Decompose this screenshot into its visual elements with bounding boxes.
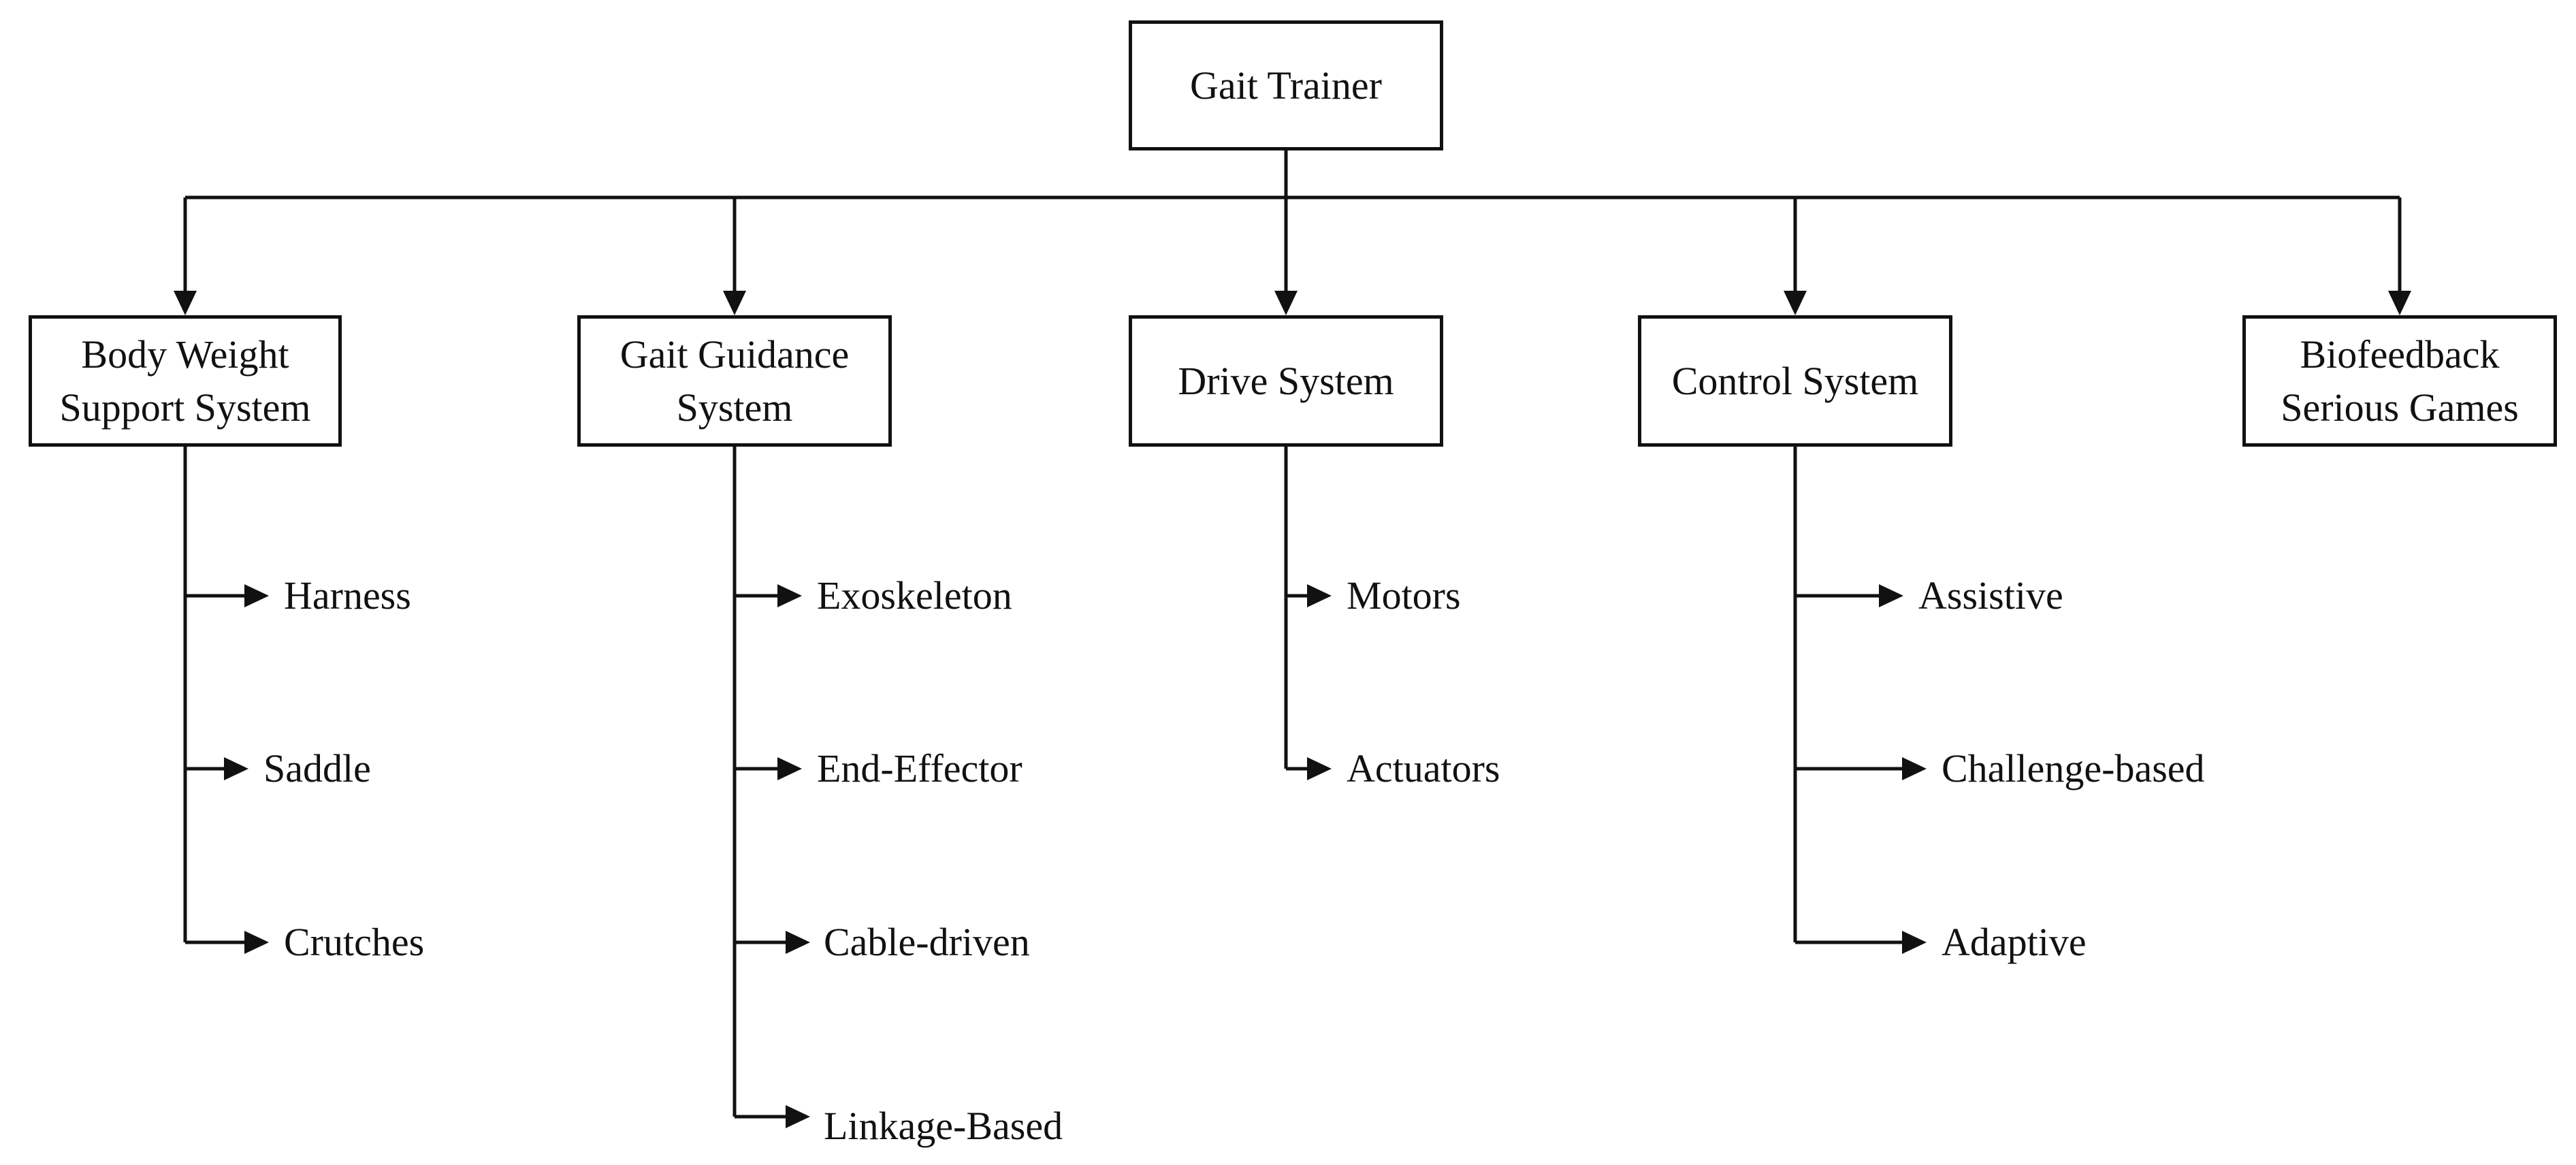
leaf-arrow-1-1 [777,757,802,780]
leaf-crutches: Crutches [284,920,425,964]
root-node-gait-trainer: Gait Trainer [1129,20,1443,150]
category-label: Drive System [1178,358,1394,403]
drop-arrow-4 [2388,291,2411,315]
category-node-gait-guidance: Gait Guidance System [577,315,892,447]
drop-arrow-2 [1274,291,1298,315]
leaf-actuators: Actuators [1347,746,1500,791]
leaf-arrow-2-1 [1307,757,1332,780]
category-label: Control System [1671,358,1919,403]
leaf-arrow-0-1 [224,757,248,780]
leaf-arrow-1-2 [786,931,810,954]
drop-arrow-1 [723,291,746,315]
leaf-assistive: Assistive [1918,573,2063,618]
leaf-end-effector: End-Effector [817,746,1023,791]
leaf-arrow-0-0 [244,584,269,607]
leaf-arrow-1-3 [786,1105,810,1128]
leaf-adaptive: Adaptive [1942,920,2087,964]
leaf-arrow-0-2 [244,931,269,954]
leaf-arrow-1-0 [777,584,802,607]
category-node-body-weight-support: Body Weight Support System [29,315,342,447]
category-node-biofeedback: Biofeedback Serious Games [2242,315,2557,447]
category-label: Biofeedback Serious Games [2281,332,2519,430]
leaf-cable-driven: Cable-driven [824,920,1030,964]
category-node-control-system: Control System [1638,315,1952,447]
leaf-motors: Motors [1347,573,1461,618]
leaf-harness: Harness [284,573,411,618]
category-label: Body Weight Support System [59,332,311,430]
root-node-label: Gait Trainer [1190,63,1382,108]
leaf-challenge-based: Challenge-based [1942,746,2205,791]
category-node-drive-system: Drive System [1129,315,1443,447]
leaf-arrow-3-2 [1902,931,1927,954]
drop-arrow-3 [1784,291,1807,315]
leaf-linkage-based: Linkage-Based [824,1104,1063,1148]
leaf-exoskeleton: Exoskeleton [817,573,1012,618]
leaf-arrow-2-0 [1307,584,1332,607]
drop-arrow-0 [174,291,197,315]
leaf-arrow-3-0 [1879,584,1903,607]
category-label: Gait Guidance System [619,332,850,430]
leaf-saddle: Saddle [263,746,371,791]
leaf-arrow-3-1 [1902,757,1927,780]
